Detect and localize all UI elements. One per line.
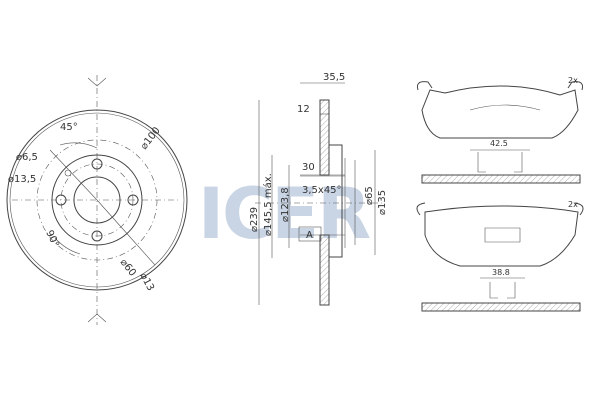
brake-pads: 2x 42.5 2x 38.8 [416,76,584,312]
pad-top-qty: 2x [568,76,578,85]
pad-bottom-qty: 2x [568,200,578,209]
label-d135: ⌀135 [377,190,388,215]
pad-bottom-indicator [484,227,521,243]
section-hat-outline [329,144,343,258]
pad-top-backplate [421,174,581,184]
disc-front-view: 45° ⌀100 ⌀6,5 ⌀13,5 90° ⌀60 ⌀13 [6,75,188,325]
leader-60 [96,199,156,266]
label-30: 30 [302,162,315,173]
locating-hole [64,169,72,177]
angle-line-45 [49,149,98,201]
label-d60: ⌀60 [118,257,138,279]
pad-bottom-backplate [421,302,581,312]
pad-top-spring [477,152,523,173]
label-datum-a: A [306,230,313,241]
label-d13-5: ⌀13,5 [8,174,36,185]
disc-section-view: 35,5 12 30 3,5x45° ⌀239 ⌀145,5 máx. ⌀123… [249,72,388,306]
datum-box [298,226,322,242]
pad-top-left-clip [417,81,433,91]
pad-top-friction [421,85,579,139]
label-35-5: 35,5 [323,72,345,83]
label-angle-90: 90° [43,229,60,250]
pad-bottom-width: 38.8 [492,268,510,277]
pad-top-right-clip [567,81,583,91]
angle-arc-90 [54,237,81,255]
label-d6-5: ⌀6,5 [16,152,38,163]
label-d145-5: ⌀145,5 máx. [262,173,274,236]
angle-arc-45 [59,142,98,149]
label-angle-45: 45° [60,122,78,133]
pad-bottom-right-clip [574,202,584,216]
label-d100: ⌀100 [139,125,163,152]
section-plate-lower [319,234,330,306]
label-d123-8: ⌀123,8 [280,187,291,222]
pad-bottom-spring [489,282,516,299]
label-12: 12 [297,104,310,115]
label-chamfer: 3,5x45° [302,185,342,196]
pad-bottom-left-clip [416,202,426,216]
label-d65: ⌀65 [364,186,375,205]
pad-bottom-friction [424,205,579,267]
pad-top-groove [469,104,541,111]
label-d13: ⌀13 [137,271,156,293]
section-arrow-bottom [87,313,107,323]
pad-top-width: 42.5 [490,139,508,148]
section-arrow-top [87,77,107,87]
section-plate-upper [319,99,330,176]
watermark-text: ICER [198,173,370,255]
label-d239: ⌀239 [249,207,260,232]
